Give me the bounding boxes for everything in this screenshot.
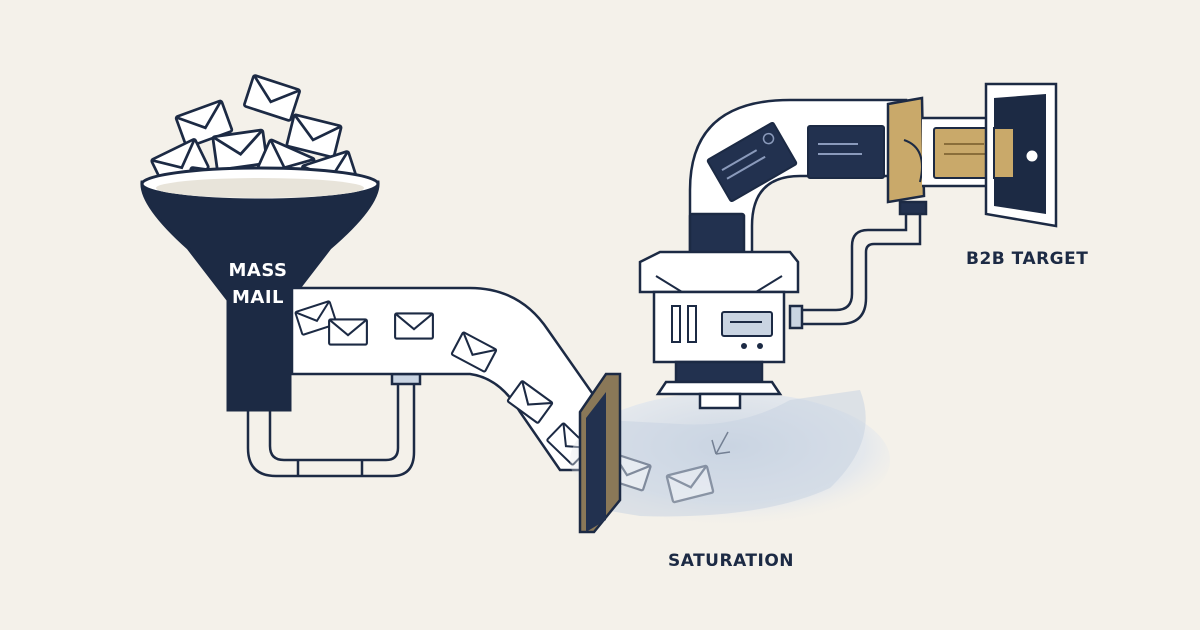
target-inbox <box>922 82 1058 228</box>
lower-return-pipe <box>246 372 422 478</box>
sorted-envelope-icon <box>706 121 798 203</box>
envelope-icon <box>328 318 368 346</box>
target-label: B2B TARGET <box>966 249 1088 269</box>
machine-display <box>721 311 773 337</box>
sorted-envelope-icon <box>807 125 885 179</box>
filter-machine <box>638 212 800 410</box>
blocking-gate <box>578 372 622 534</box>
filter-collar <box>886 96 926 204</box>
saturation-cloud <box>570 390 890 528</box>
door-handle-icon <box>1026 150 1038 162</box>
funnel-body <box>140 180 380 412</box>
conveyor-chute <box>290 286 606 472</box>
falling-arrow-icon <box>711 431 731 455</box>
side-feed-pipe <box>788 200 928 330</box>
mass-mail-funnel: MASS MAIL <box>140 73 380 412</box>
envelope-icon <box>394 312 434 340</box>
envelope-icon <box>242 73 302 123</box>
funnel-label-line1: MASS <box>229 260 288 281</box>
saturation-label: SATURATION <box>668 551 794 571</box>
funnel-label-line2: MAIL <box>232 287 284 308</box>
